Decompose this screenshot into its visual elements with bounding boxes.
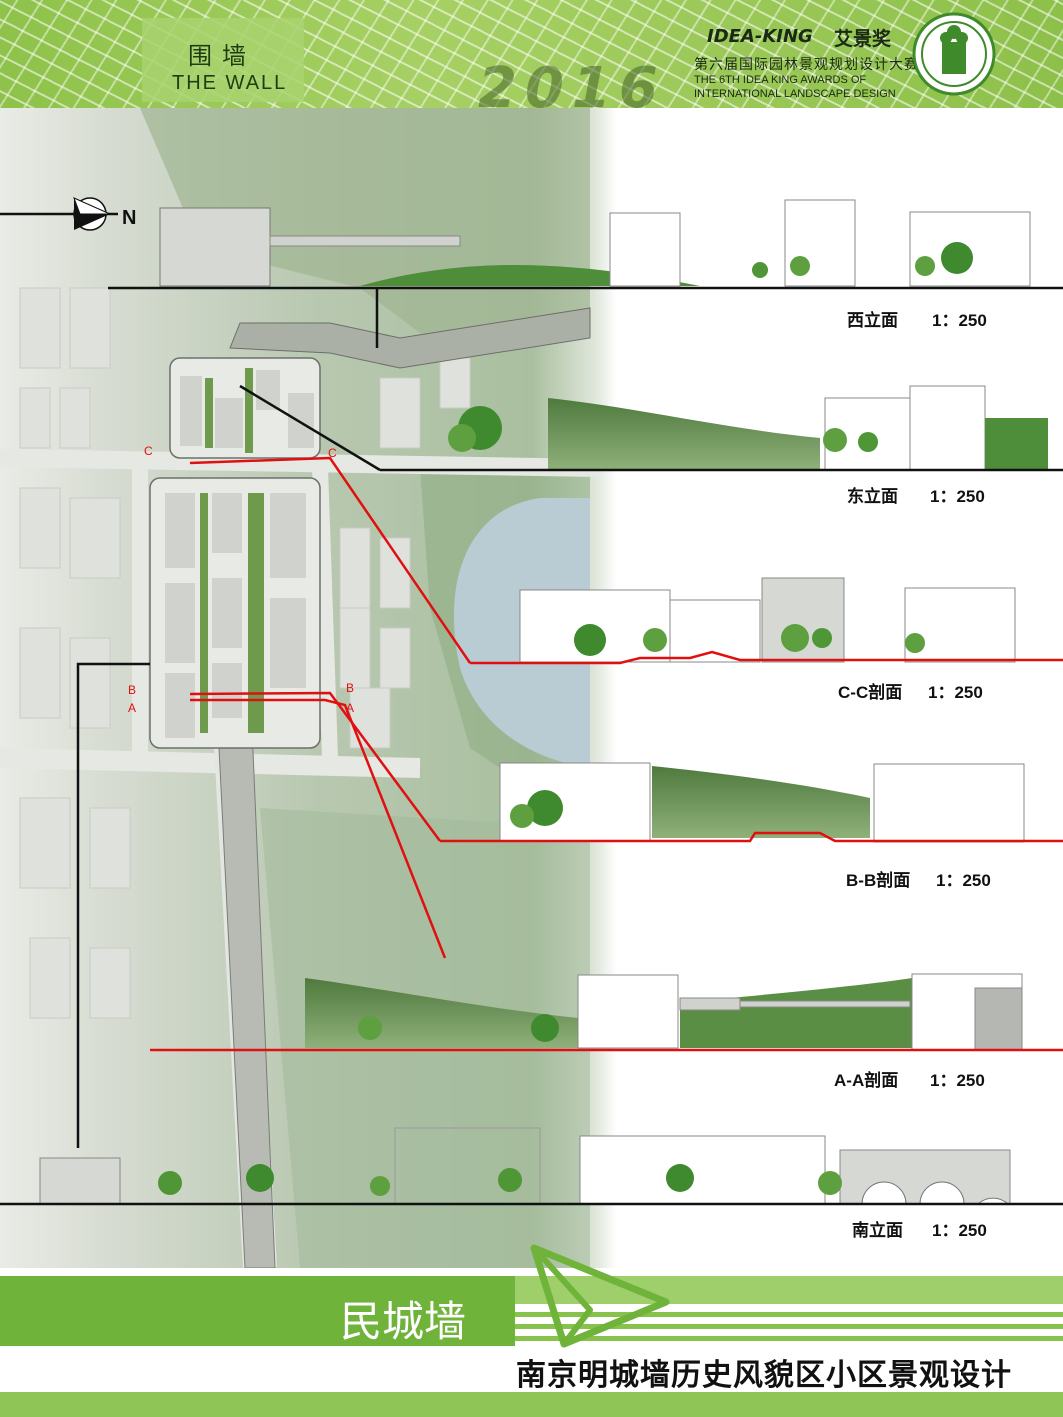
road-4 bbox=[312, 467, 338, 759]
footer-band bbox=[0, 1392, 1063, 1417]
award-emblem-icon bbox=[912, 12, 996, 96]
elevation-east bbox=[380, 385, 1063, 472]
road-1 bbox=[0, 449, 601, 477]
idea-king-cn: 艾景奖 bbox=[834, 29, 892, 50]
city-wall-north bbox=[229, 307, 591, 369]
section-lines bbox=[189, 456, 472, 959]
project-subtitle: 南京明城墙历史风貌区小区景观设计 bbox=[516, 1359, 1012, 1392]
title-en: THE WALL bbox=[172, 72, 288, 94]
elevation-south bbox=[0, 1127, 1063, 1206]
road-2 bbox=[0, 748, 421, 778]
idea-king-logo-text: IDEA-KING bbox=[707, 26, 813, 47]
award-title-en-2: INTERNATIONAL LANDSCAPE DESIGN bbox=[694, 88, 896, 100]
elevation-east-name: 东立面 bbox=[847, 486, 898, 506]
award-title-cn: 第六届国际园林景观规划设计大赛 bbox=[694, 56, 919, 72]
section-c-c bbox=[519, 577, 1016, 663]
residential-block-south bbox=[149, 477, 321, 749]
elevation-south-scale: 1：250 bbox=[932, 1221, 987, 1240]
paper-plane-icon bbox=[530, 1244, 670, 1348]
section-c-c-ground bbox=[470, 650, 1063, 665]
subtitle-bar bbox=[508, 1348, 1063, 1388]
band-stripe-3 bbox=[515, 1336, 1063, 1341]
section-a-a-scale: 1：250 bbox=[930, 1071, 985, 1090]
elevation-south-name: 南立面 bbox=[852, 1220, 903, 1240]
svg-text:A: A bbox=[128, 701, 136, 715]
elevation-west-scale: 1：250 bbox=[932, 311, 987, 330]
svg-text:A: A bbox=[346, 701, 354, 715]
band-stripe-1 bbox=[515, 1312, 1063, 1317]
section-a-a-name: A-A剖面 bbox=[834, 1070, 898, 1090]
section-markers: C C B A B A bbox=[128, 444, 354, 715]
section-b-b-scale: 1：250 bbox=[936, 871, 991, 890]
section-b-b-ground bbox=[440, 831, 1063, 843]
svg-text:B: B bbox=[128, 683, 136, 697]
elevation-west-name: 西立面 bbox=[847, 310, 898, 330]
award-title-en-1: THE 6TH IDEA KING AWARDS OF bbox=[694, 74, 867, 86]
neighbor-buildings bbox=[19, 287, 471, 1019]
svg-text:C: C bbox=[328, 446, 337, 460]
section-a-a bbox=[305, 973, 1023, 1051]
bottom-band-dark bbox=[0, 1276, 515, 1346]
compass-letter: N bbox=[122, 207, 136, 229]
section-c-c-name: C-C剖面 bbox=[838, 682, 902, 702]
elevation-west bbox=[108, 199, 1063, 290]
residential-block-north bbox=[169, 357, 321, 459]
leader-lines bbox=[76, 288, 381, 1148]
title-cn: 围墙 bbox=[188, 42, 256, 70]
section-b-b-name: B-B剖面 bbox=[846, 870, 910, 890]
title-box bbox=[142, 18, 304, 102]
svg-text:B: B bbox=[346, 681, 354, 695]
band-stripe-2 bbox=[515, 1324, 1063, 1329]
brand-title: 民城墙 bbox=[340, 1297, 467, 1346]
site-plan-drawing: N C C B A B A 西立面 1：250 bbox=[0, 108, 1063, 1268]
elevation-east-scale: 1：250 bbox=[930, 487, 985, 506]
north-arrow-icon bbox=[0, 197, 118, 231]
section-c-c-scale: 1：250 bbox=[928, 683, 983, 702]
svg-text:C: C bbox=[144, 444, 153, 458]
section-b-b bbox=[499, 762, 1025, 843]
